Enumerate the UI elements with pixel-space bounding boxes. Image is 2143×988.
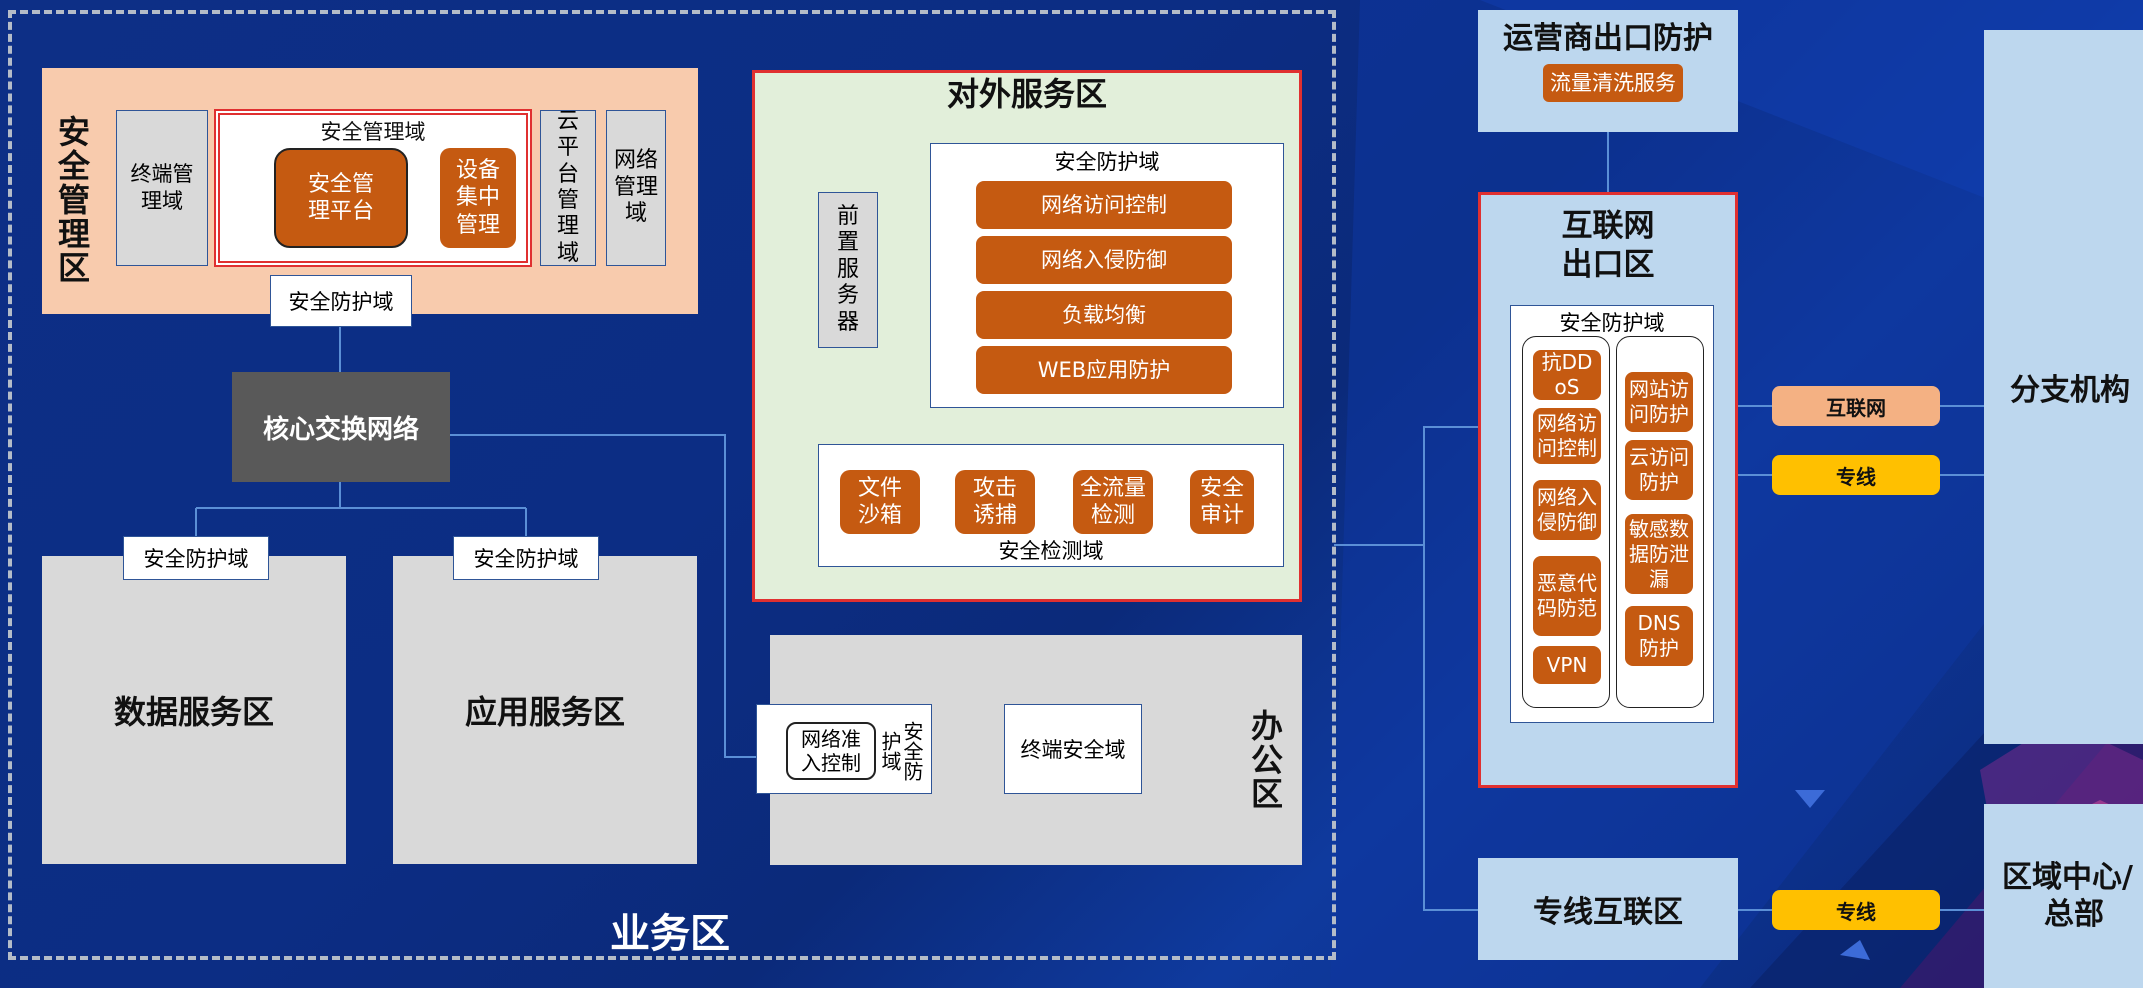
malicious-code-prevention: 恶意代码防范	[1533, 556, 1601, 636]
external-protection-domain-title: 安全防护域	[1054, 150, 1160, 174]
sensitive-data-leak-prevention: 敏感数据防泄漏	[1625, 514, 1693, 594]
regional-center-hq: 区域中心/ 总部	[1984, 804, 2143, 988]
internet-exit-title-line1: 互联网	[1561, 208, 1655, 245]
app-service-zone: 应用服务区	[393, 556, 697, 864]
regional-center-line1: 区域中心/	[2002, 859, 2133, 895]
internet-link-label: 互联网	[1772, 386, 1940, 426]
operator-exit-title: 运营商出口防护	[1503, 21, 1713, 56]
internet-exit-title-line2: 出口区	[1561, 247, 1655, 283]
external-detection-domain-title: 安全检测域	[998, 539, 1104, 563]
ie-network-access-control: 网络访问控制	[1533, 408, 1601, 464]
security-audit: 安全审计	[1190, 470, 1254, 534]
leased-line-zone: 专线互联区	[1478, 858, 1738, 960]
file-sandbox: 文件沙箱	[840, 470, 920, 534]
line-backbone	[1423, 426, 1478, 911]
ext-network-intrusion-prevention: 网络入侵防御	[976, 236, 1232, 284]
device-central-mgmt: 设备集中管理	[440, 148, 516, 248]
terminal-security-domain: 终端安全域	[1004, 704, 1142, 794]
full-traffic-detection: 全流量检测	[1073, 470, 1153, 534]
attack-trapping: 攻击诱捕	[955, 470, 1035, 534]
leased-link-label-branch: 专线	[1772, 455, 1940, 495]
network-mgmt-domain: 网络管理域	[606, 110, 666, 266]
front-server: 前置服务器	[818, 192, 878, 348]
dns-protection: DNS防护	[1625, 606, 1693, 666]
traffic-cleaning-service: 流量清洗服务	[1543, 64, 1683, 102]
line-core-to-office	[450, 434, 757, 758]
terminal-mgmt-domain: 终端管理域	[116, 110, 208, 266]
vpn: VPN	[1533, 646, 1601, 684]
external-service-zone-title: 对外服务区	[946, 75, 1107, 113]
leased-link-label-hq: 专线	[1772, 890, 1940, 930]
office-zone-title: 办公区	[1246, 709, 1284, 811]
business-zone-frame	[8, 10, 1336, 960]
data-service-zone: 数据服务区	[42, 556, 346, 864]
ext-web-app-protection: WEB应用防护	[976, 346, 1232, 394]
security-mgmt-zone-title: 安全管理区	[53, 115, 91, 285]
branch-office: 分支机构	[1984, 30, 2143, 744]
core-switch-network: 核心交换网络	[232, 372, 450, 482]
app-service-protection-domain: 安全防护域	[453, 536, 599, 580]
security-mgmt-platform: 安全管理平台	[274, 148, 408, 248]
anti-ddos: 抗DDoS	[1533, 350, 1601, 400]
internet-exit-title: 互联网 出口区	[1478, 206, 1738, 286]
internet-exit-protection-domain-title: 安全防护域	[1559, 311, 1665, 335]
cloud-access-protection: 云访问防护	[1625, 440, 1693, 500]
business-zone-title: 业务区	[610, 911, 730, 957]
regional-center-line2: 总部	[2044, 897, 2104, 932]
cloud-platform-mgmt-domain: 云平台管理域	[540, 109, 596, 266]
office-protection-domain: 安全防护域	[878, 721, 924, 781]
security-mgmt-domain-title: 安全管理域	[320, 120, 426, 144]
security-mgmt-protection-domain: 安全防护域	[270, 275, 412, 327]
ie-network-intrusion-prevention: 网络入侵防御	[1533, 480, 1601, 540]
ext-network-access-control: 网络访问控制	[976, 181, 1232, 229]
data-service-protection-domain: 安全防护域	[123, 536, 269, 580]
ext-load-balancing: 负载均衡	[976, 291, 1232, 339]
network-access-control: 网络准入控制	[786, 722, 876, 780]
website-access-protection: 网站访问防护	[1625, 372, 1693, 432]
